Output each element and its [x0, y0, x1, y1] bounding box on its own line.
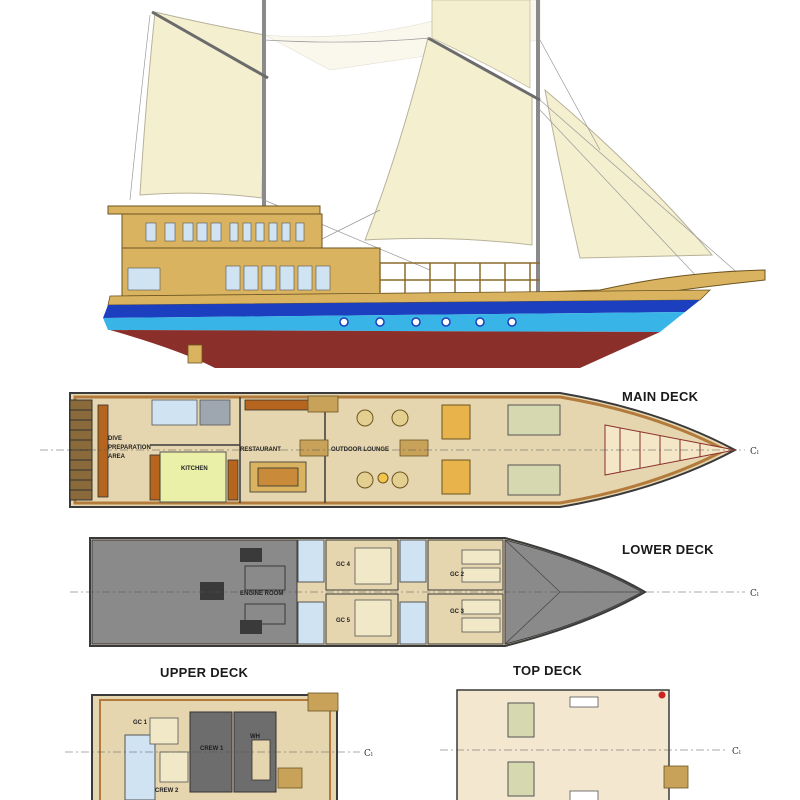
hull-cyan-stripe — [103, 312, 685, 332]
top-deck-floor — [456, 689, 670, 800]
gc2-label: GC 2 — [450, 572, 465, 578]
hull-red-bottom — [110, 330, 660, 368]
kitchen-counter — [149, 454, 161, 501]
wh-desk — [251, 739, 271, 781]
gc5-label: GC 5 — [336, 618, 351, 624]
gc1-label: GC 1 — [133, 720, 148, 726]
lower-deck-cl-mark: Cₗ — [750, 589, 759, 599]
gc3-label: GC 3 — [450, 609, 465, 615]
crew2-bed — [159, 751, 189, 783]
engine-hatch — [244, 565, 286, 591]
hull-blue-stripe — [103, 300, 700, 318]
dive-label-3: AREA — [108, 454, 126, 460]
top-deck-grating-2 — [569, 790, 599, 800]
crew2-label: CREW 2 — [155, 788, 179, 794]
fore-gaff — [151, 10, 269, 80]
engine-room-label: ENGINE ROOM — [240, 591, 283, 597]
top-deck-stairs — [663, 765, 689, 789]
upper-deck-rail — [99, 699, 331, 800]
upper-stairs-top — [307, 692, 339, 712]
top-deck-plan: TOP DECK Cₗ — [440, 663, 741, 800]
ship-side-view — [103, 0, 766, 368]
top-deck-cl-mark: Cₗ — [732, 747, 741, 757]
top-deck-grating-1 — [569, 696, 599, 708]
wh-label: WH — [250, 734, 260, 740]
wheelhouse-roof — [107, 205, 321, 215]
top-deck-title: TOP DECK — [513, 663, 582, 678]
upper-stairs-bottom — [277, 767, 303, 789]
kitchen-area — [159, 451, 227, 503]
main-deck-stairs — [299, 395, 429, 457]
gc1-bed — [149, 717, 179, 745]
stern-platform — [69, 399, 93, 501]
upper-deck-cl-mark: Cₗ — [364, 749, 373, 759]
rudder — [187, 344, 203, 364]
dive-label-1: DIVE — [108, 436, 122, 442]
rigging — [129, 14, 741, 281]
main-deck-cl-mark: Cₗ — [750, 447, 759, 457]
lower-bathrooms — [297, 539, 427, 645]
gc4-label: GC 4 — [336, 562, 351, 568]
main-deck-plan: MAIN DECK — [40, 389, 759, 508]
dive-bench — [97, 404, 109, 498]
main-head — [151, 399, 198, 426]
main-deck-title: MAIN DECK — [622, 389, 699, 404]
deck-railing — [379, 262, 540, 300]
kitchen-label: KITCHEN — [181, 466, 208, 472]
lower-deck-title: LOWER DECK — [622, 542, 714, 557]
portholes — [339, 317, 517, 327]
main-head-2 — [199, 399, 231, 426]
kitchen-stove — [227, 459, 239, 501]
cabin-windows — [127, 265, 331, 291]
top-deck-mast-marker — [658, 691, 666, 699]
jib-sail — [544, 88, 714, 259]
upper-deck-plan: UPPER DECK GC 1 CREW 1 WH CREW 2 Cₗ — [65, 665, 373, 800]
wheelhouse-windows — [145, 222, 305, 242]
engine-hatch-2 — [244, 603, 286, 625]
upper-bath — [124, 734, 156, 800]
dive-label-2: PREPARATION — [108, 445, 151, 451]
top-deck-sunbeds — [507, 702, 535, 797]
lower-deck-plan: LOWER DECK ENGINE ROOM — [70, 537, 759, 647]
top-sail — [431, 0, 531, 89]
lower-beds — [354, 547, 501, 637]
lounge-tables — [441, 404, 471, 495]
lounge-chairs — [356, 409, 409, 489]
restaurant-table — [257, 467, 299, 487]
restaurant-bench-top — [244, 399, 316, 411]
sun-beds — [507, 404, 561, 496]
main-gaff — [427, 36, 541, 102]
crew1-label: CREW 1 — [200, 746, 224, 752]
upper-deck-title: UPPER DECK — [160, 665, 249, 680]
